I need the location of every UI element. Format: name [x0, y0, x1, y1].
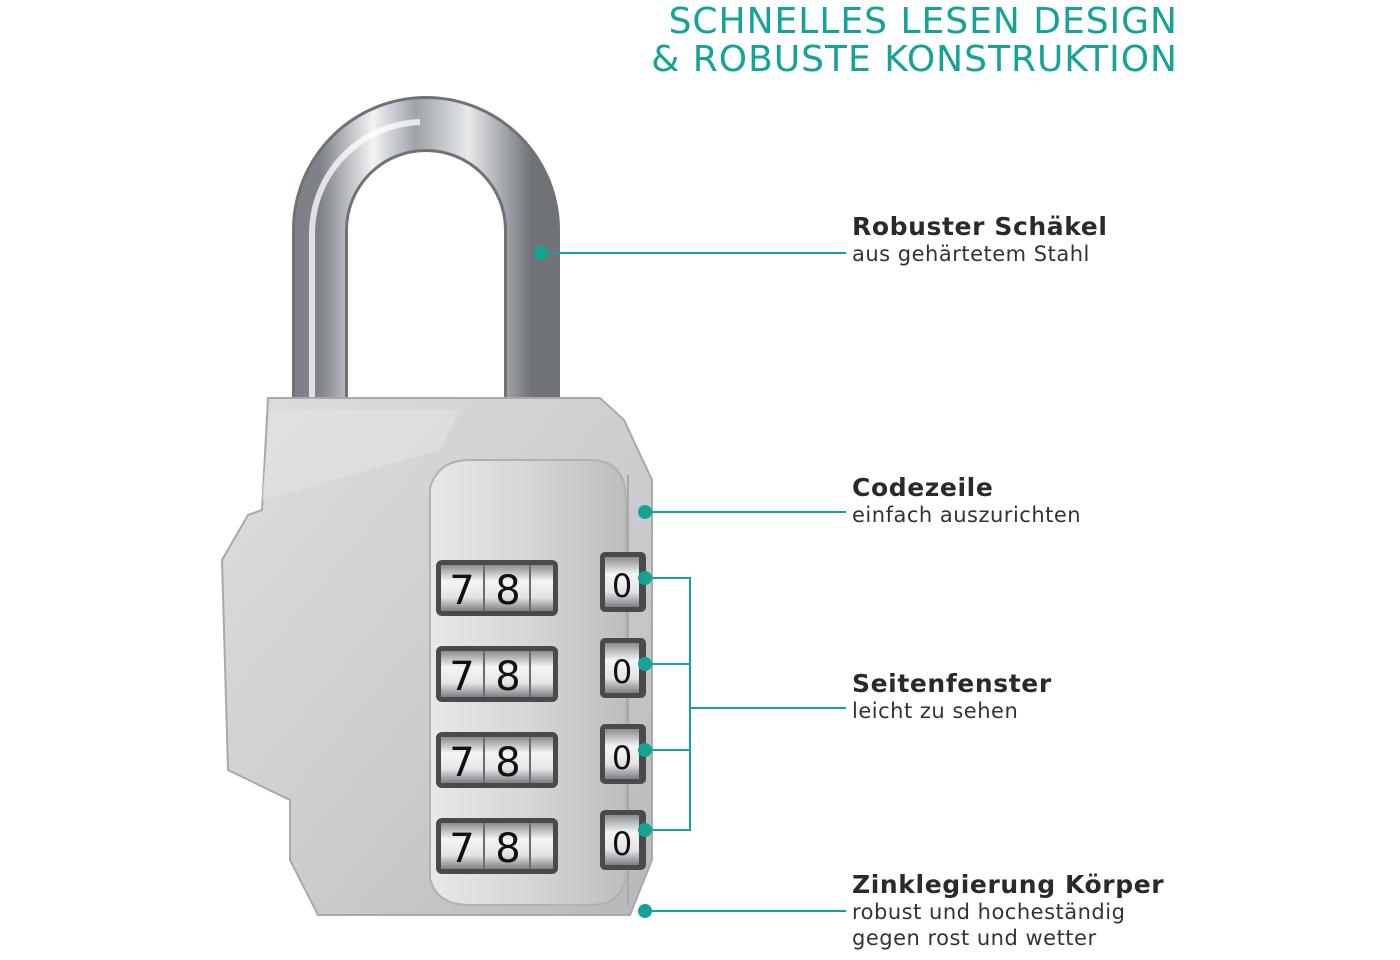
callout-side-windows-text: leicht zu sehen: [852, 699, 1019, 723]
leader-dots: [534, 246, 652, 918]
front-dials: 7 8 7 8 7 8: [436, 560, 558, 874]
side-dial-1-digit: 0: [612, 567, 632, 605]
front-dial-3-digit-2: 8: [495, 740, 520, 786]
callout-body-text-1: robust und hocheständig: [852, 900, 1126, 924]
leader-lines: [541, 252, 846, 912]
callout-shackle-text: aus gehärtetem Stahl: [852, 242, 1090, 266]
front-dial-1-digit-2: 8: [495, 568, 520, 614]
callout-body: Zinklegierung Körper robust und hochestä…: [852, 871, 1164, 951]
window-dot-1: [638, 571, 652, 585]
shackle-dot: [534, 246, 548, 260]
window-dot-2: [638, 657, 652, 671]
codeline-dot: [638, 505, 652, 519]
side-dial-4-digit: 0: [612, 825, 632, 863]
callout-shackle: Robuster Schäkel aus gehärtetem Stahl: [852, 213, 1108, 267]
windows-bracket-line: [645, 577, 691, 831]
front-dial-1-digit-1: 7: [449, 568, 474, 614]
side-dial-2-digit: 0: [612, 653, 632, 691]
front-dial-4-digit-2: 8: [495, 826, 520, 872]
heading-line-1: SCHNELLES LESEN DESIGN: [668, 1, 1178, 42]
window-dot-3: [638, 743, 652, 757]
callout-body-text-2: gegen rost und wetter: [852, 926, 1097, 950]
shackle: [292, 96, 560, 440]
body-dot: [638, 904, 652, 918]
front-dial-2-digit-2: 8: [495, 654, 520, 700]
callout-side-windows-title: Seitenfenster: [852, 669, 1052, 698]
callout-shackle-title: Robuster Schäkel: [852, 212, 1108, 241]
callout-body-title: Zinklegierung Körper: [852, 870, 1165, 899]
front-dial-4-digit-1: 7: [449, 826, 474, 872]
callout-codeline-title: Codezeile: [852, 473, 994, 502]
side-dials: 0 0 0 0: [600, 552, 646, 870]
front-dial-2-digit-1: 7: [449, 654, 474, 700]
window-dot-4: [638, 823, 652, 837]
callout-side-windows: Seitenfenster leicht zu sehen: [852, 670, 1052, 724]
callout-codeline-text: einfach auszurichten: [852, 503, 1082, 527]
callout-codeline: Codezeile einfach auszurichten: [852, 474, 1081, 528]
heading-line-2: & ROBUSTE KONSTRUKTION: [651, 39, 1178, 80]
side-dial-3-digit: 0: [612, 739, 632, 777]
front-dial-3-digit-1: 7: [449, 740, 474, 786]
